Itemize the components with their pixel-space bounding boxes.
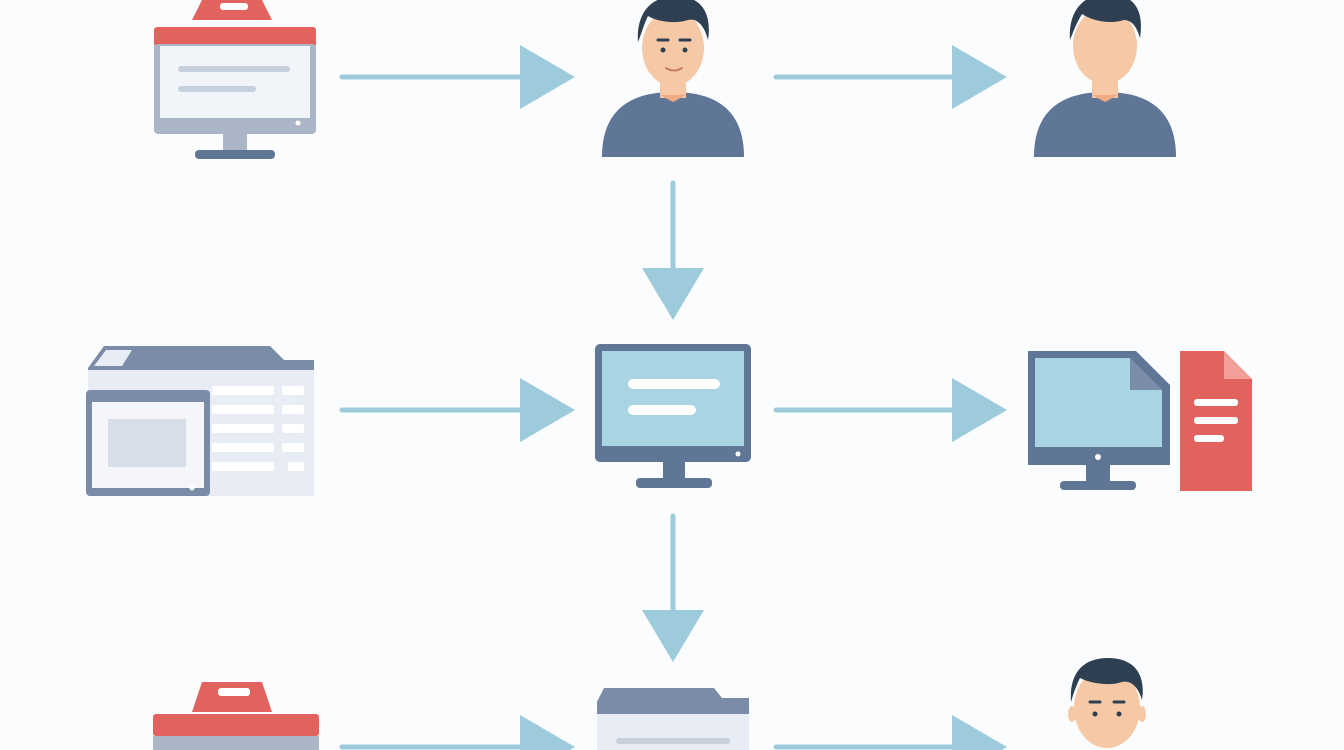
monitor-document-icon (1024, 347, 1256, 495)
arrow-person-to-person (773, 45, 1007, 109)
arrow-window-to-person-bottom (773, 715, 1007, 750)
arrow-browser-bottom-to-window (339, 715, 575, 750)
arrow-person-to-monitor (642, 180, 704, 320)
arrow-monitor-to-documents (773, 378, 1007, 442)
user-icon (600, 0, 746, 160)
monitor-icon (592, 342, 754, 492)
app-window-icon (594, 686, 752, 750)
file-manager-window-icon (84, 342, 318, 500)
user-icon (1032, 0, 1178, 160)
arrow-browser-to-person (339, 45, 575, 109)
browser-window-icon (150, 682, 322, 750)
browser-window-icon (150, 0, 320, 165)
arrow-monitor-to-window (642, 513, 704, 662)
arrow-filemanager-to-monitor (339, 378, 575, 442)
user-icon (1062, 656, 1152, 750)
